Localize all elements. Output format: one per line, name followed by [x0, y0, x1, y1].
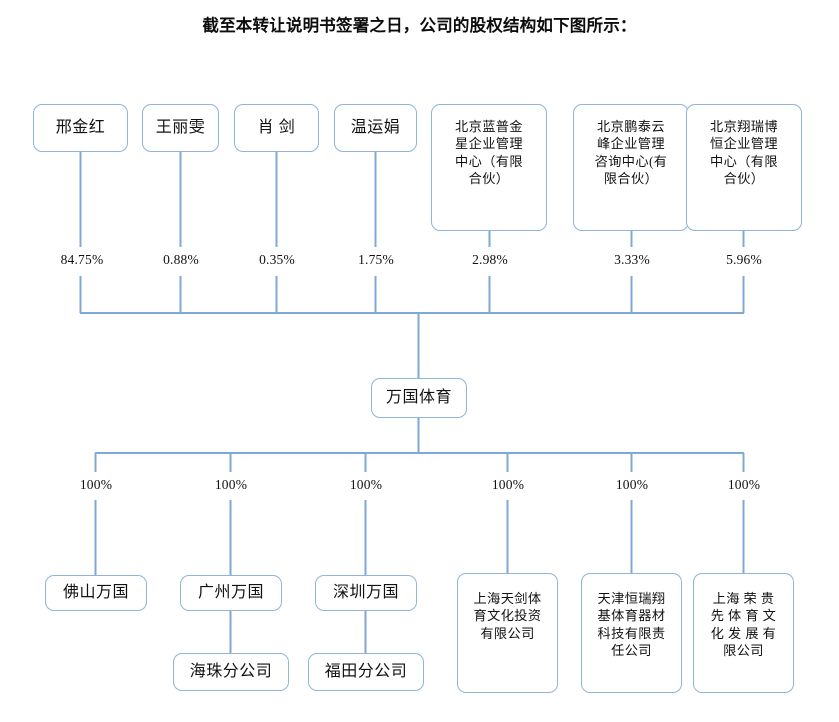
shareholder-box-5[interactable]: 北京蓝普金 星企业管理 中心（有限 合伙） — [431, 104, 547, 231]
ownership-percent-6: 3.33% — [614, 252, 650, 267]
branch-company-box-1[interactable]: 海珠分公司 — [173, 653, 289, 691]
shareholder-name: 温运娟 — [350, 119, 401, 137]
shareholder-name: 邢金红 — [55, 119, 106, 137]
subsidiary-name: 天津恒瑞翔 基体育器材 科技有限责 任公司 — [597, 591, 666, 659]
shareholder-box-1[interactable]: 邢金红 — [33, 104, 128, 152]
ownership-percent-4: 1.75% — [358, 252, 394, 267]
subsidiary-percent-5: 100% — [615, 477, 649, 492]
subsidiary-box-5[interactable]: 天津恒瑞翔 基体育器材 科技有限责 任公司 — [581, 573, 682, 693]
shareholder-name: 王丽雯 — [155, 119, 206, 137]
shareholder-box-2[interactable]: 王丽雯 — [142, 104, 219, 152]
shareholder-name: 北京蓝普金 星企业管理 中心（有限 合伙） — [455, 119, 523, 187]
shareholder-box-4[interactable]: 温运娟 — [334, 104, 417, 152]
branch-company-box-2[interactable]: 福田分公司 — [308, 653, 424, 691]
ownership-percent-7: 5.96% — [726, 252, 762, 267]
page-title: 截至本转让说明书签署之日，公司的股权结构如下图所示： — [202, 16, 637, 35]
subsidiary-box-6[interactable]: 上海 荣 贵 先 体 育 文 化 发 展 有 限公司 — [693, 573, 794, 693]
subsidiary-percent-4: 100% — [491, 477, 525, 492]
central-company-box[interactable]: 万国体育 — [371, 378, 467, 418]
subsidiary-percent-1: 100% — [79, 477, 113, 492]
shareholder-name: 北京鹏泰云 峰企业管理 咨询中心(有 限合伙） — [594, 119, 668, 187]
shareholder-box-6[interactable]: 北京鹏泰云 峰企业管理 咨询中心(有 限合伙） — [573, 104, 689, 231]
subsidiary-box-3[interactable]: 深圳万国 — [315, 575, 417, 611]
ownership-percent-2: 0.88% — [163, 252, 199, 267]
branch-company-name: 福田分公司 — [324, 663, 408, 681]
subsidiary-percent-3: 100% — [349, 477, 383, 492]
subsidiary-percent-2: 100% — [214, 477, 248, 492]
ownership-percent-5: 2.98% — [472, 252, 508, 267]
ownership-percent-3: 0.35% — [259, 252, 295, 267]
subsidiary-box-2[interactable]: 广州万国 — [180, 575, 282, 611]
subsidiary-name: 上海天剑体 育文化投资 有限公司 — [473, 591, 542, 641]
subsidiary-name: 深圳万国 — [332, 584, 399, 602]
subsidiary-box-4[interactable]: 上海天剑体 育文化投资 有限公司 — [457, 573, 558, 693]
shareholder-box-7[interactable]: 北京翔瑞博 恒企业管理 中心（有限 合伙） — [686, 104, 802, 231]
ownership-percent-1: 84.75% — [60, 252, 104, 267]
shareholder-name: 北京翔瑞博 恒企业管理 中心（有限 合伙） — [710, 119, 778, 187]
branch-company-name: 海珠分公司 — [189, 663, 273, 681]
subsidiary-name: 佛山万国 — [62, 584, 129, 602]
subsidiary-name: 广州万国 — [197, 584, 264, 602]
central-company-name: 万国体育 — [385, 389, 452, 407]
shareholder-box-3[interactable]: 肖 剑 — [234, 104, 319, 152]
subsidiary-percent-6: 100% — [727, 477, 761, 492]
subsidiary-box-1[interactable]: 佛山万国 — [45, 575, 147, 611]
subsidiary-name: 上海 荣 贵 先 体 育 文 化 发 展 有 限公司 — [710, 591, 777, 659]
shareholder-name: 肖 剑 — [257, 119, 296, 137]
